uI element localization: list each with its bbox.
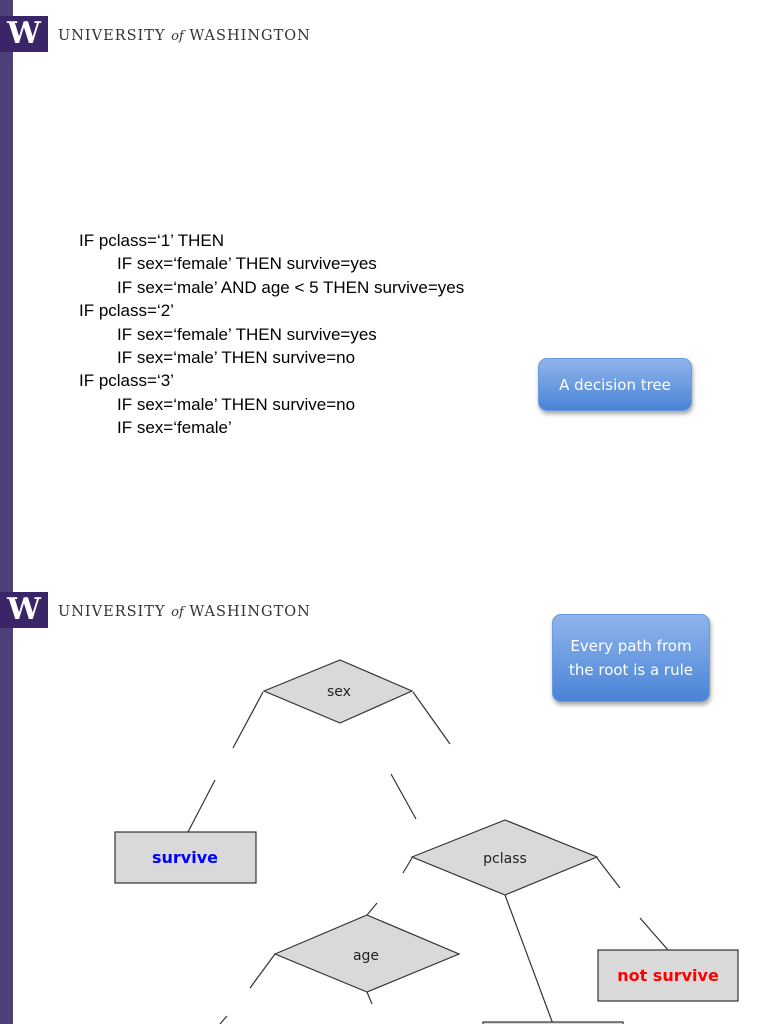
path-rule-callout: Every path from the root is a rule	[552, 614, 710, 702]
leaf-survive: survive	[114, 831, 257, 884]
edge	[232, 691, 264, 749]
edge	[366, 991, 373, 1005]
university-wordmark: UNIVERSITY of WASHINGTON	[58, 28, 311, 44]
edge	[504, 894, 554, 1024]
edge	[596, 857, 621, 889]
uw-logo: W	[0, 16, 48, 52]
node-pclass: pclass	[410, 819, 599, 896]
left-accent-bar	[0, 0, 13, 1024]
leaf-label: survive	[152, 848, 218, 867]
edge	[402, 857, 413, 874]
edge	[390, 773, 417, 820]
leaf-label: not survive	[617, 966, 719, 985]
leaf-not-survive: not survive	[597, 949, 739, 1002]
node-age: age	[273, 914, 461, 993]
wordmark-of: of	[171, 29, 184, 44]
tree-edges	[187, 691, 669, 1024]
rule-line: IF sex=‘male’ THEN survive=no	[117, 348, 356, 368]
leaf-partial	[482, 1021, 624, 1024]
edge	[249, 953, 276, 989]
wordmark-part1: UNIVERSITY	[58, 28, 166, 44]
rule-line: IF sex=‘female’ THEN survive=yes	[117, 254, 377, 274]
rule-line: IF sex=‘male’ THEN survive=no	[117, 394, 356, 414]
wordmark-of: of	[171, 605, 184, 620]
edge	[366, 902, 378, 916]
edge	[412, 691, 451, 745]
edge	[639, 917, 669, 951]
node-sex: sex	[262, 659, 414, 724]
edge	[187, 779, 216, 833]
university-wordmark-2: UNIVERSITY of WASHINGTON	[58, 604, 311, 620]
node-label: sex	[327, 684, 351, 700]
uw-logo-2: W	[0, 592, 48, 628]
wordmark-part2: WASHINGTON	[189, 28, 311, 44]
rule-line: IF sex=‘male’ AND age < 5 THEN survive=y…	[117, 277, 465, 297]
rule-line: IF pclass=‘2’	[79, 301, 174, 321]
wordmark-part2: WASHINGTON	[189, 604, 311, 620]
node-label: age	[353, 948, 379, 964]
rule-line: IF sex=‘female’	[117, 418, 232, 438]
rule-line: IF sex=‘female’ THEN survive=yes	[117, 324, 377, 344]
rule-line: IF pclass=‘1’ THEN	[79, 231, 225, 250]
decision-tree-callout: A decision tree	[538, 358, 692, 411]
wordmark-part1: UNIVERSITY	[58, 604, 166, 620]
node-label: pclass	[483, 851, 527, 867]
rules-list: IF pclass=‘1’ THEN IF sex=‘female’ THEN s…	[79, 229, 464, 440]
rule-line: IF pclass=‘3’	[79, 371, 174, 391]
edge	[219, 1015, 228, 1024]
